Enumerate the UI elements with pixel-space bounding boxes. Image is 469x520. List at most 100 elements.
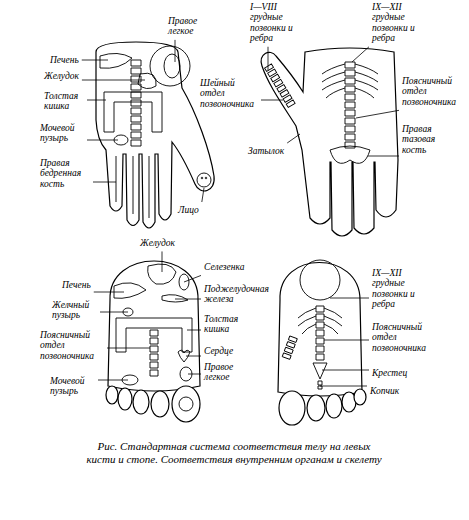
leader-line <box>87 140 118 141</box>
hand-outline <box>261 48 398 236</box>
leader-line <box>87 100 106 101</box>
organ-label: Желудок <box>44 71 79 81</box>
hatched-spine <box>282 336 297 359</box>
organ-label: Печень <box>50 55 79 65</box>
organ-label: Селезенка <box>204 262 244 272</box>
head-zone <box>179 397 193 411</box>
organ-label: Поджелудочная железа <box>204 284 262 305</box>
organ-label: Толстая кишка <box>44 91 84 112</box>
organ-label: Желудок <box>140 238 175 248</box>
leader-line <box>261 100 283 101</box>
toe <box>133 390 149 414</box>
hand-outline <box>96 42 214 228</box>
organ-label: Крестец <box>372 368 407 378</box>
figure-caption: Рис. Стандартная система соответствия те… <box>84 440 384 466</box>
leader-line <box>82 60 108 61</box>
sacrum-shape <box>313 363 327 379</box>
leader-line <box>320 386 367 387</box>
cervical-spine <box>265 64 296 108</box>
pancreas-shape <box>162 295 188 302</box>
organ-drawings <box>100 46 211 218</box>
organ-label: Правое легкое <box>168 16 210 37</box>
left-foot-skeleton <box>278 260 366 425</box>
coccyx-shape <box>318 381 322 389</box>
toe <box>106 386 118 404</box>
leader-line <box>162 251 163 272</box>
organ-label: Шейный отдел позвоночника <box>200 78 258 109</box>
leader-line <box>287 134 300 143</box>
lung-lobe <box>164 54 180 78</box>
organ-label: Поясничный отдел позвоночника <box>372 322 434 353</box>
organ-label: Затылок <box>248 146 284 156</box>
organ-label: Мочевой пузырь <box>50 376 95 397</box>
spine-shape <box>131 60 141 146</box>
spine-shape <box>316 306 324 360</box>
leader-line <box>98 380 128 381</box>
rib-shape <box>322 64 378 98</box>
heel-zone <box>300 260 340 300</box>
organ-label: Правое легкое <box>204 362 249 383</box>
liver-shape <box>114 283 146 299</box>
leader-lines <box>82 40 399 386</box>
leader-line <box>322 370 369 371</box>
leader-line <box>100 312 128 313</box>
rib-shape <box>298 308 342 334</box>
leader-line <box>188 374 201 375</box>
leader-line <box>330 298 369 299</box>
organ-label: IX—XII грудные позвонки и ребра <box>372 2 420 44</box>
big-toe <box>279 391 305 425</box>
organ-label: Желчный пузырь <box>52 300 97 321</box>
leader-line <box>175 299 201 300</box>
leader-line <box>94 292 124 293</box>
spine-shape <box>345 62 355 148</box>
leader-line <box>186 356 201 357</box>
leader-line <box>268 47 269 70</box>
left-hand-palm <box>96 42 214 228</box>
foot-outline <box>278 263 362 397</box>
face-eye <box>205 177 207 179</box>
organ-label: Печень <box>62 280 91 290</box>
liver-shape <box>100 53 132 68</box>
organ-label: Мочевой пузырь <box>40 123 84 144</box>
big-toe <box>172 386 200 422</box>
toe <box>151 391 169 417</box>
spine-shape <box>265 64 296 108</box>
spine-shape <box>282 336 297 359</box>
toe <box>307 395 325 421</box>
leader-line <box>324 340 369 341</box>
leader-line <box>175 40 176 62</box>
leader-line <box>184 275 201 282</box>
pelvis-shape <box>330 146 370 163</box>
colon-shape <box>116 318 192 352</box>
femur-shape <box>116 156 149 218</box>
spine-shape <box>150 330 158 376</box>
face-eye <box>201 177 203 179</box>
organ-label: IX—XII грудные позвонки и ребра <box>372 268 422 310</box>
organ-label: Правая тазовая кость <box>402 124 458 155</box>
toe <box>326 394 342 418</box>
foot-outline <box>108 261 200 391</box>
leader-line <box>187 330 201 331</box>
organ-label: I—VIII грудные позвонки и ребра <box>250 2 298 44</box>
face-zone <box>197 173 211 187</box>
organ-label: Лицо <box>178 205 199 215</box>
leader-line <box>356 110 399 118</box>
organ-label: Поясничный отдел позвоночника <box>40 330 104 361</box>
organ-label: Правая бедренная кость <box>40 158 90 189</box>
organ-label: Поясничный отдел позвоночника <box>402 76 464 107</box>
leader-line <box>202 188 204 202</box>
leader-line <box>82 80 145 81</box>
organ-label: Копчик <box>370 386 399 396</box>
leader-line <box>107 348 150 349</box>
toe <box>354 389 366 405</box>
organ-label: Сердце <box>204 346 233 356</box>
leader-line <box>93 182 116 183</box>
leader-line <box>352 47 369 62</box>
toe <box>118 388 132 410</box>
leader-line <box>368 156 399 157</box>
organ-drawings <box>114 264 193 411</box>
organ-label: Толстая кишка <box>204 314 249 335</box>
left-foot-organs <box>106 261 200 422</box>
left-hand-back <box>261 48 398 236</box>
